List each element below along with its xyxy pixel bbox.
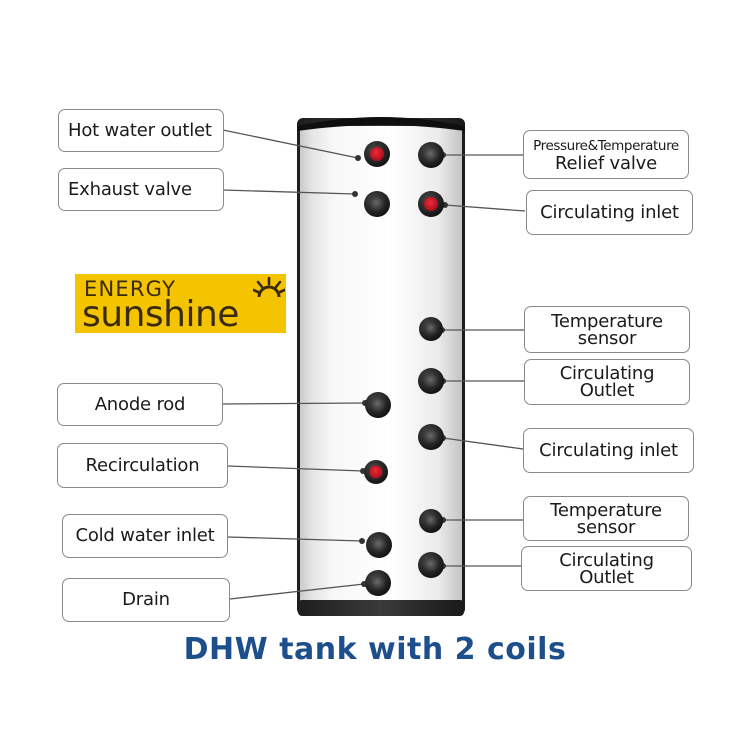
label-circulating-inlet-2: Circulating inlet — [523, 428, 694, 473]
label-circ-outlet-1-line2: Outlet — [579, 380, 635, 401]
brand-logo: ENERGY sunshine — [75, 274, 286, 335]
port-temperature-sensor-2 — [419, 509, 443, 533]
port-cold-water-inlet — [366, 532, 392, 558]
leader-lines — [221, 129, 526, 600]
leader-hot-water-outlet — [222, 129, 359, 159]
label-temp-sensor-1-line1: Temperature — [551, 310, 663, 332]
port-exhaust-valve — [364, 191, 390, 217]
leader-circulating-inlet-1 — [444, 204, 526, 212]
label-temp-sensor-2-line2: sensor — [576, 516, 636, 538]
sun-icon — [253, 277, 285, 298]
label-pt-relief-line2: Relief valve — [555, 152, 657, 174]
label-recirculation: Recirculation — [57, 443, 228, 488]
label-circ-outlet-2-line1: Circulating — [559, 549, 654, 571]
port-hot-water-outlet — [364, 141, 390, 167]
label-circulating-outlet-2: Circulating Outlet — [521, 546, 692, 591]
leader-cold-water-inlet — [227, 536, 363, 542]
label-anode-rod: Anode rod — [57, 383, 223, 426]
leader-exhaust-valve — [222, 189, 356, 195]
label-drain: Drain — [62, 578, 230, 622]
port-drain — [365, 570, 391, 596]
leader-circulating-inlet-2 — [442, 437, 524, 450]
diagram-caption: DHW tank with 2 coils — [183, 632, 567, 667]
port-pt-relief-valve — [418, 142, 444, 168]
logo-word-sunshine: sunshine — [82, 294, 239, 335]
tank-base-ring — [298, 600, 464, 616]
port-circulating-inlet-1 — [418, 191, 444, 217]
leader-recirculation — [227, 465, 364, 472]
label-circulating-inlet-1: Circulating inlet — [526, 190, 693, 235]
label-exhaust-valve: Exhaust valve — [58, 168, 224, 211]
port-circulating-inlet-2 — [418, 424, 444, 450]
label-hot-water-outlet: Hot water outlet — [58, 109, 224, 152]
port-anode-rod — [365, 392, 391, 418]
port-temperature-sensor-1 — [419, 317, 443, 341]
label-temperature-sensor-1: Temperature sensor — [524, 306, 690, 353]
label-circ-outlet-1-line1: Circulating — [559, 363, 655, 384]
tank-top-cap — [297, 117, 465, 131]
port-circulating-outlet-1 — [418, 368, 444, 394]
logo-word-energy: ENERGY — [84, 277, 177, 301]
leader-drain — [229, 583, 365, 600]
label-temp-sensor-2-line1: Temperature — [550, 499, 662, 521]
label-temp-sensor-1-line2: sensor — [577, 327, 637, 349]
label-cold-water-inlet: Cold water inlet — [62, 514, 228, 558]
label-temperature-sensor-2: Temperature sensor — [523, 496, 689, 541]
label-circulating-outlet-1: Circulating Outlet — [524, 359, 690, 405]
label-circ-outlet-2-line2: Outlet — [579, 566, 634, 588]
label-pt-relief-line1: Pressure&Temperature — [533, 137, 679, 154]
port-circulating-outlet-2 — [418, 552, 444, 578]
port-recirculation — [364, 460, 388, 484]
label-pt-relief-valve: Pressure&Temperature Relief valve — [523, 130, 689, 179]
leader-anode-rod — [221, 402, 366, 405]
